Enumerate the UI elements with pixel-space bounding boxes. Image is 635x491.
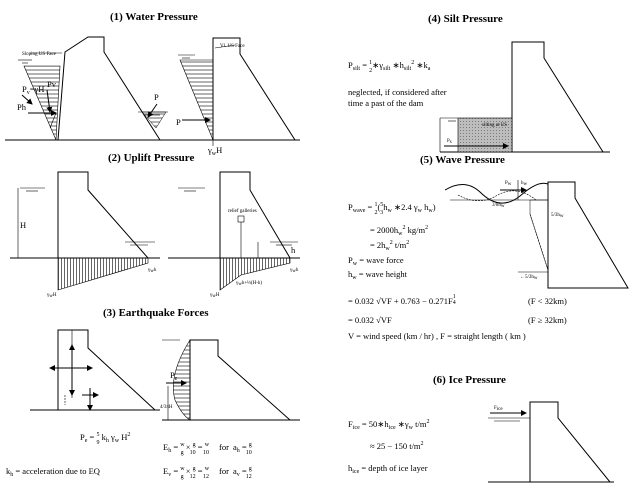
- uplift-diagram-1: [57, 257, 149, 291]
- label-pv: Pv: [47, 79, 57, 89]
- label-silting: silting at US: [482, 123, 507, 128]
- label-pw: Pw: [505, 181, 512, 187]
- ice-formula: Fice = 50∗hice ∗γw t/m2: [348, 419, 429, 431]
- label-gwh2: γwh: [148, 268, 157, 274]
- dam-sloping-face: Sloping US Face Pv=γH Pv Ph P: [5, 36, 168, 141]
- uplift-diagram-2: [219, 257, 291, 291]
- label-gwh2-2: γwh: [290, 268, 299, 274]
- dam-silt: silting at US Ps: [439, 41, 610, 153]
- label-h: h: [291, 245, 296, 255]
- wave-cond-1: (F < 32km): [528, 296, 567, 306]
- label-dims: ←5/3hw: [520, 275, 538, 281]
- label-gwh-2: γwH: [210, 293, 220, 299]
- label-4h: 4/3πH: [160, 405, 173, 410]
- water-pressure-section: (1) Water Pressure Sloping US Face Pv=γH…: [5, 11, 300, 157]
- label-p1: P: [154, 92, 159, 102]
- dam-uplift-1: H γwH γwh: [10, 171, 160, 299]
- label-p2: P: [176, 117, 181, 127]
- wave-pressure-title: (5) Wave Pressure: [420, 154, 505, 166]
- dam-uplift-2: h relief galleries γwH γwh+⅓(H-h) γwh: [168, 171, 300, 299]
- label-pe: Pe: [170, 370, 178, 382]
- dam-ice: Fice: [488, 401, 614, 483]
- label-fice: Fice: [494, 406, 503, 412]
- label-hw: hw: [521, 181, 528, 187]
- label-ps: Ps: [447, 139, 452, 145]
- label-gh: γwH: [207, 145, 222, 157]
- wave-def-p: Pw = wave force: [348, 255, 404, 267]
- label-5-3: 5/3hw: [551, 213, 564, 219]
- label-formula: γwh+⅓(H-h): [236, 281, 262, 287]
- dam-earthquake-2: Pe 4/3πH: [160, 338, 300, 421]
- wave-profile: [444, 182, 549, 204]
- earthquake-section: (3) Earthquake Forces Pe 4/3πH: [6, 307, 300, 480]
- uplift-pressure-section: (2) Uplift Pressure H γwH γwh h: [10, 152, 300, 299]
- wave-note: V = wind speed (km / hr) , F = straight …: [348, 331, 526, 341]
- dam-wave: Pw hw 3/8hw 5/3hw ←5/3hw: [444, 180, 629, 289]
- label-3-8: 3/8hw: [492, 203, 505, 209]
- label-gallery: relief galleries: [228, 209, 257, 214]
- uplift-pressure-title: (2) Uplift Pressure: [108, 152, 194, 164]
- label-gwh: γwH: [47, 293, 57, 299]
- earthquake-title: (3) Earthquake Forces: [103, 307, 209, 319]
- ice-line-2: ≈ 25 − 150 t/m2: [370, 441, 424, 451]
- kh-definition: kh = acceleration due to EQ: [6, 466, 100, 478]
- wave-line-3: = 2hw2 t/m2: [370, 240, 409, 252]
- silt-note-1: neglected, if considered after: [348, 87, 447, 97]
- water-pressure-title: (1) Water Pressure: [110, 11, 198, 23]
- label-H: H: [20, 220, 26, 230]
- label-ph: Ph: [17, 102, 27, 112]
- relief-gallery: [237, 215, 245, 223]
- wave-eq-2: = 0.032 √VF: [348, 315, 392, 325]
- wave-def-h: hw = wave height: [348, 269, 408, 281]
- ice-pressure-title: (6) Ice Pressure: [433, 374, 506, 386]
- pressure-triangle-2: [179, 59, 214, 141]
- dam-earthquake-1: [30, 329, 160, 411]
- wave-cond-2: (F ≥ 32km): [528, 315, 567, 325]
- label-vertical-face: Vl. US Face: [220, 44, 245, 49]
- silt-pressure-title: (4) Silt Pressure: [428, 13, 503, 25]
- label-pv-eq: Pv=γH: [22, 84, 44, 96]
- wave-line-2: = 2000hw2 kg/m2: [370, 225, 428, 237]
- label-sloping-face: Sloping US Face: [22, 52, 57, 57]
- ice-def-h: hice = depth of ice layer: [348, 463, 428, 475]
- dam-vertical-face: Vl. US Face P γwH: [166, 37, 300, 157]
- pressure-triangle-1: [23, 65, 61, 141]
- ice-pressure-section: (6) Ice Pressure Fice = 50∗hice ∗γw t/m2…: [348, 374, 614, 483]
- silt-note-2: time a past of the dam: [348, 98, 424, 108]
